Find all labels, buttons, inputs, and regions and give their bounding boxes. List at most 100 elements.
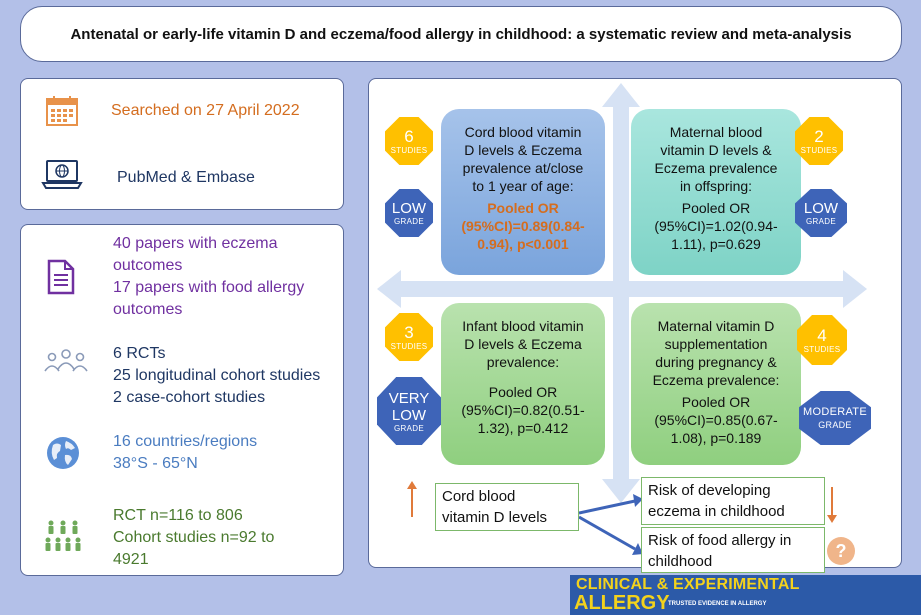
tr-studies-badge: 2 STUDIES xyxy=(795,117,843,165)
br-result-3: 1.08), p=0.189 xyxy=(670,430,762,446)
br-heading-3: during pregnancy & xyxy=(655,354,777,370)
stats-panel: 40 papers with eczema outcomes 17 papers… xyxy=(20,224,344,576)
journal-logo: CLINICAL & EXPERIMENTAL ALLERGY TRUSTED … xyxy=(570,575,921,615)
bl-grade-badge: VERY LOW GRADE xyxy=(377,377,441,445)
br-result-2: (95%CI)=0.85(0.67- xyxy=(654,412,778,428)
tl-result: Pooled OR (95%CI)=0.89(0.84- 0.94), p<0.… xyxy=(449,199,597,253)
design-case-cohort: 2 case-cohort studies xyxy=(113,389,266,406)
tl-result-3: 0.94), p<0.001 xyxy=(477,236,569,252)
countries-block: 16 countries/regions 38°S - 65°N xyxy=(113,431,257,475)
cohort-sample-line2: 4921 xyxy=(113,551,149,568)
page-title: Antenatal or early-life vitamin D and ec… xyxy=(70,25,852,43)
eczema-outcome-line2: eczema in childhood xyxy=(648,503,785,520)
tr-heading-2: vitamin D levels & xyxy=(660,142,772,158)
eczema-papers-line2: outcomes xyxy=(113,257,183,274)
eczema-papers-line1: 40 papers with eczema xyxy=(113,235,278,252)
tr-heading-4: in offspring: xyxy=(679,178,753,194)
bl-heading-2: D levels & Eczema xyxy=(464,336,582,352)
people-group-icon xyxy=(44,349,88,372)
tl-result-1: Pooled OR xyxy=(487,200,559,216)
countries-count: 16 countries/regions xyxy=(113,433,258,450)
databases: PubMed & Embase xyxy=(117,169,255,186)
food-outcome-line1: Risk of food allergy in xyxy=(648,532,792,549)
decrease-arrow-icon xyxy=(827,487,837,523)
unknown-symbol: ? xyxy=(835,540,847,561)
eczema-outcome-line1: Risk of developing xyxy=(648,482,771,499)
latitude-range: 38°S - 65°N xyxy=(113,455,198,472)
tl-heading-1: Cord blood vitamin xyxy=(464,124,582,140)
tl-heading-3: prevalence at/close xyxy=(462,160,584,176)
bl-grade-label: GRADE xyxy=(394,423,424,433)
summary-arrows xyxy=(579,494,643,555)
tr-result-2: (95%CI)=1.02(0.94- xyxy=(654,218,778,234)
br-heading-1: Maternal vitamin D xyxy=(657,318,775,334)
tr-grade: LOW xyxy=(803,200,839,217)
br-result-1: Pooled OR xyxy=(681,394,751,410)
br-studies-label: STUDIES xyxy=(803,345,841,354)
papers-block: 40 papers with eczema outcomes 17 papers… xyxy=(113,233,304,321)
eczema-outcome-box: Risk of developing eczema in childhood xyxy=(641,477,825,525)
increase-arrow-icon xyxy=(407,481,417,517)
bl-heading-1: Infant blood vitamin xyxy=(462,318,584,334)
food-outcome-line2: childhood xyxy=(648,553,713,570)
tl-heading-4: to 1 year of age: xyxy=(472,178,574,194)
food-outcome-box: Risk of food allergy in childhood xyxy=(641,527,825,573)
br-heading-4: Eczema prevalence: xyxy=(652,372,780,388)
exposure-box: Cord blood vitamin D levels xyxy=(435,483,579,531)
bl-result-2: (95%CI)=0.82(0.51- xyxy=(461,402,585,418)
bl-result-3: 1.32), p=0.412 xyxy=(477,420,569,436)
tl-heading-2: D levels & Eczema xyxy=(464,142,582,158)
tl-grade-label: GRADE xyxy=(394,217,424,226)
logo-tagline: TRUSTED EVIDENCE IN ALLERGY xyxy=(668,601,767,607)
tr-result-1: Pooled OR xyxy=(681,200,751,216)
quadrant-infant-blood: Infant blood vitamin D levels & Eczema p… xyxy=(441,303,605,465)
tr-result-3: 1.11), p=0.629 xyxy=(671,236,761,252)
calendar-icon xyxy=(46,96,78,126)
samples-block: RCT n=116 to 806 Cohort studies n=92 to … xyxy=(113,505,274,571)
bl-result: Pooled OR (95%CI)=0.82(0.51- 1.32), p=0.… xyxy=(449,383,597,437)
tl-studies-count: 6 xyxy=(404,127,414,146)
tl-studies-label: STUDIES xyxy=(390,146,428,155)
br-grade-label: GRADE xyxy=(818,420,852,430)
tl-result-2: (95%CI)=0.89(0.84- xyxy=(461,218,585,234)
rct-sample: RCT n=116 to 806 xyxy=(113,507,243,524)
search-panel: Searched on 27 April 2022 PubMed & Embas… xyxy=(20,78,344,210)
br-grade-badge: MODERATE GRADE xyxy=(799,391,871,445)
search-date: Searched on 27 April 2022 xyxy=(111,102,300,119)
tl-grade-badge: LOW GRADE xyxy=(385,189,433,237)
food-papers-line2: outcomes xyxy=(113,301,183,318)
quadrant-maternal-supplementation: Maternal vitamin D supplementation durin… xyxy=(631,303,801,465)
quadrant-cord-blood: Cord blood vitamin D levels & Eczema pre… xyxy=(441,109,605,275)
bl-result-1: Pooled OR xyxy=(488,384,558,400)
bl-studies-count: 3 xyxy=(404,323,414,342)
results-panel: Cord blood vitamin D levels & Eczema pre… xyxy=(368,78,902,573)
document-icon xyxy=(47,259,75,295)
food-papers-line1: 17 papers with food allergy xyxy=(113,279,305,296)
quadrant-maternal-blood: Maternal blood vitamin D levels & Eczema… xyxy=(631,109,801,275)
bl-studies-badge: 3 STUDIES xyxy=(385,313,433,361)
bl-studies-label: STUDIES xyxy=(390,342,428,351)
bl-grade-mid: LOW xyxy=(391,406,427,424)
br-heading-2: supplementation xyxy=(664,336,768,352)
tr-grade-label: GRADE xyxy=(806,217,836,226)
tl-grade: LOW xyxy=(391,200,427,217)
br-grade: MODERATE xyxy=(803,406,867,418)
search-date-row: Searched on 27 April 2022 xyxy=(45,95,300,127)
br-studies-badge: 4 STUDIES xyxy=(797,315,847,365)
exposure-line1: Cord blood xyxy=(442,488,516,505)
tr-studies-label: STUDIES xyxy=(800,146,838,155)
databases-row: PubMed & Embase xyxy=(41,159,255,191)
design-rcts: 6 RCTs xyxy=(113,345,166,362)
br-studies-count: 4 xyxy=(817,326,827,345)
tr-heading-3: Eczema prevalence xyxy=(654,160,778,176)
bl-heading-3: prevalence: xyxy=(486,354,560,370)
tr-heading-1: Maternal blood xyxy=(669,124,763,140)
br-result: Pooled OR (95%CI)=0.85(0.67- 1.08), p=0.… xyxy=(639,393,793,447)
tl-studies-badge: 6 STUDIES xyxy=(385,117,433,165)
tr-grade-badge: LOW GRADE xyxy=(795,189,847,237)
logo-line2: ALLERGY xyxy=(574,592,670,614)
question-icon: ? xyxy=(827,537,855,565)
laptop-globe-icon xyxy=(41,160,83,189)
tr-result: Pooled OR (95%CI)=1.02(0.94- 1.11), p=0.… xyxy=(639,199,793,253)
title-box: Antenatal or early-life vitamin D and ec… xyxy=(20,6,902,62)
